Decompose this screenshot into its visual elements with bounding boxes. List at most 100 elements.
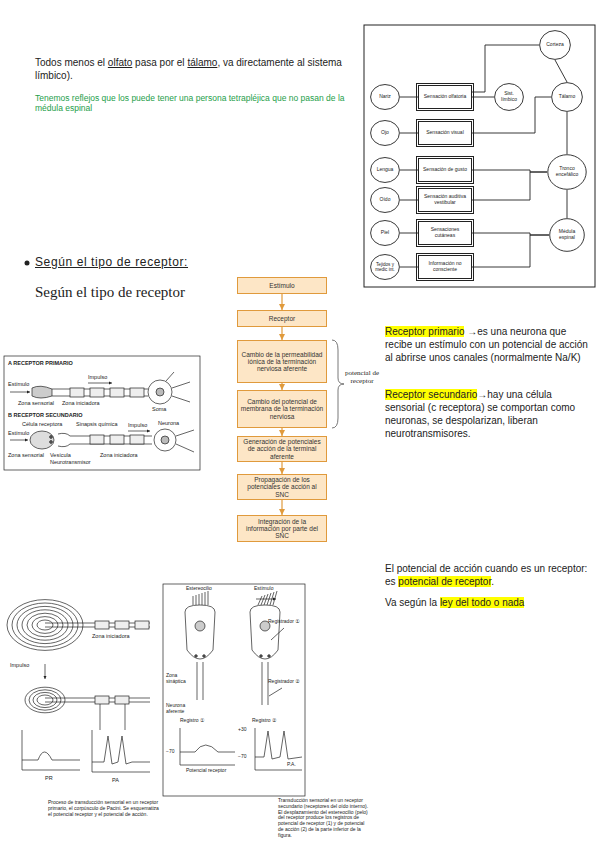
node-label: Sist. límbico: [497, 91, 522, 102]
receptor-types-figure: [161, 436, 169, 444]
node-text-block: Información no consciente: [421, 261, 470, 272]
circle-outline: [371, 121, 400, 146]
pathway-line: [555, 60, 567, 82]
receptor-types-figure: [90, 388, 104, 397]
hair-cell-figure: [255, 728, 302, 770]
pacini-corpuscle-figure: [45, 664, 46, 679]
hair-cell-figure: [180, 728, 235, 765]
receptor-types-figure: [30, 431, 54, 449]
circle-outline: [371, 188, 400, 213]
receptor-types-figure: [156, 388, 164, 396]
pathway-frame: [364, 25, 595, 287]
hair-cell-figure: [163, 584, 305, 796]
brain-region-circle: Médula espinal: [549, 218, 585, 252]
pathway-line: [400, 233, 418, 234]
node-text-block: Sist. límbico: [497, 91, 522, 102]
pacini-corpuscle-figure: [95, 621, 109, 629]
node-text-block: Corteza: [542, 42, 568, 48]
part-label: Neurona aferente: [166, 703, 196, 715]
receptor-types-figure: [58, 433, 152, 446]
part-label: Estímulo: [8, 381, 29, 387]
pathway-line: [400, 97, 418, 98]
node-label: Estímulo: [241, 282, 324, 289]
node-text-block: Tronco encefálico: [551, 166, 584, 177]
sensation-box: Sensación olfatoria: [418, 85, 472, 109]
receptor-types-figure: [166, 372, 190, 402]
sensation-box: Sensación auditiva vestibular: [418, 188, 472, 212]
pathway-line: [400, 267, 418, 268]
part-label: Estímulo: [254, 586, 273, 592]
hair-cell-figure: [250, 605, 280, 659]
highlighted-term: Receptor primario: [385, 326, 464, 337]
circle-outline: [371, 85, 400, 110]
sense-organ-circle: Oído: [370, 187, 400, 213]
sense-organ-circle: Tejidos y medic int.: [370, 254, 400, 280]
node-text-block: Médula espinal: [552, 229, 582, 240]
node-text-block: Sensaciones cutáneas: [421, 227, 470, 238]
node-text-block: Nariz: [373, 94, 398, 100]
node-label: Piel: [373, 230, 398, 236]
receptor-types-figure: [50, 436, 53, 439]
receptor-types-figure: [128, 431, 150, 432]
pathway-frame: [364, 25, 595, 287]
node-label: Tejidos y medic int.: [373, 262, 398, 272]
note-text: .: [491, 576, 494, 587]
part-label: Zona iniciadora: [92, 633, 130, 639]
node-label: Información no consciente: [421, 261, 470, 272]
pathway-line: [472, 97, 494, 98]
hair-cell-figure: [205, 592, 206, 605]
receptor-potential-bracket: [332, 340, 344, 428]
note-paragraph: Receptor primario→es una neurona que rec…: [385, 325, 590, 364]
brain-region-circle: Sist. límbico: [494, 83, 524, 111]
part-label: Estímulo: [8, 430, 29, 436]
node-text-block: Sensación visual: [421, 130, 470, 136]
node-text-block: Estímulo: [241, 282, 324, 289]
pacini-corpuscle-figure: [32, 617, 58, 634]
pacini-corpuscle-figure: [25, 687, 65, 713]
sense-organ-circle: Ojo: [370, 120, 400, 146]
receptor-types-figure: [90, 435, 104, 444]
node-label: Sensación auditiva vestibular: [421, 194, 470, 205]
part-label: Zona sináptica: [166, 673, 194, 685]
part-label: Neurotransmisor: [50, 459, 91, 465]
pacini-corpuscle-figure: [17, 606, 73, 643]
node-label: Sensación de gusto: [421, 167, 470, 173]
node-label: Sensación visual: [421, 130, 470, 136]
node-text-block: Oído: [373, 197, 398, 203]
pacini-corpuscle-figure: [100, 704, 125, 730]
trace-label: Registro ①: [180, 718, 205, 724]
brain-region-circle: Corteza: [539, 30, 571, 60]
pacini-corpuscle-figure: [37, 695, 53, 705]
part-label: Registrador ②: [268, 679, 300, 685]
hair-cell-figure: [273, 591, 277, 605]
node-text-block: Piel: [373, 230, 398, 236]
receptor-types-figure: [4, 356, 200, 470]
sensation-box: Información no consciente: [418, 255, 472, 279]
pacini-corpuscle-figure: [115, 696, 129, 704]
node-text-block: Sensación de gusto: [421, 167, 470, 173]
flow-arrow: [281, 383, 282, 390]
note-paragraph: Receptor secundario→hay una célula senso…: [385, 388, 590, 440]
circle-outline: [371, 255, 400, 280]
trace-label: PR: [45, 775, 53, 781]
node-text-block: Tálamo: [554, 94, 580, 100]
node-label: Médula espinal: [552, 229, 582, 240]
pacini-corpuscle-figure: [115, 621, 129, 629]
sense-organ-circle: Piel: [370, 220, 400, 246]
note-text: pasa por el: [135, 57, 184, 68]
flow-arrow: [281, 294, 282, 310]
part-label: Estereocilio: [186, 586, 212, 592]
note-text: tálamo: [187, 57, 217, 68]
process-box: Receptor: [237, 310, 327, 327]
node-label: Lengua: [373, 167, 398, 173]
circle-outline: [548, 155, 586, 190]
circle-outline: [540, 31, 571, 60]
flow-arrow: [281, 327, 282, 340]
section-heading: Según el tipo de receptor:: [35, 256, 188, 270]
pacini-corpuscle-figure: [22, 752, 80, 760]
node-label: Corteza: [542, 42, 568, 48]
flow-arrow: [281, 500, 282, 515]
node-label: Tronco encefálico: [551, 166, 584, 177]
sensation-box: Sensación de gusto: [418, 158, 472, 182]
node-label: Sensación olfatoria: [421, 94, 470, 100]
